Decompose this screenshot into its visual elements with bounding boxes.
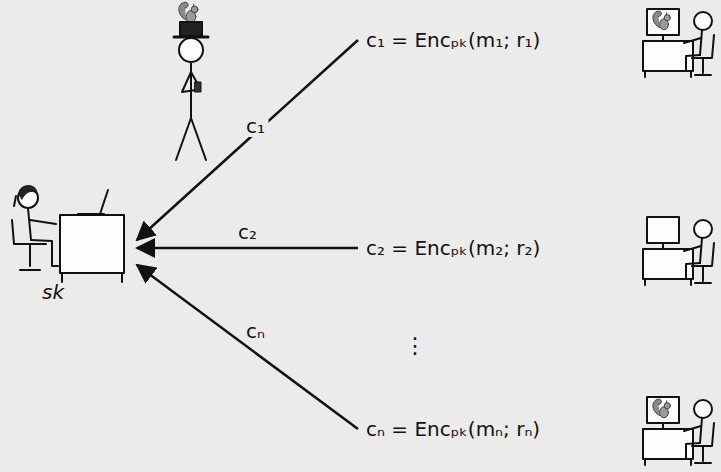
receiver-node: sk	[2, 180, 137, 320]
body	[700, 418, 702, 443]
legs	[176, 118, 206, 160]
desk-legs	[645, 71, 691, 77]
head	[694, 400, 712, 418]
body	[700, 30, 702, 55]
squirrel-ear	[193, 4, 195, 6]
ellipsis: ⋮	[404, 334, 426, 358]
squirrel-head	[664, 403, 670, 409]
ciphertext-formula: c₁ = Encₚₖ(m₁; r₁)	[366, 28, 540, 52]
chair	[692, 35, 714, 75]
chair	[692, 423, 714, 463]
squirrel-ear	[666, 401, 668, 403]
hair	[19, 186, 37, 199]
body	[700, 238, 702, 263]
sender-figure	[643, 9, 714, 77]
key-label: sk	[42, 280, 64, 304]
edge-label: cₙ	[243, 320, 268, 342]
ciphertext-arrow	[137, 265, 358, 429]
edge-label: c₂	[235, 221, 260, 243]
desk-legs	[62, 273, 122, 282]
ciphertext-arrow	[137, 247, 358, 250]
receiver-figure	[12, 186, 124, 282]
sender-figure	[643, 217, 714, 285]
phone	[195, 82, 201, 92]
monitor	[647, 217, 679, 243]
arms	[182, 72, 200, 92]
desk	[60, 215, 124, 273]
head	[694, 12, 712, 30]
monitor	[647, 397, 679, 423]
head	[694, 220, 712, 238]
laptop	[78, 190, 108, 214]
desk-legs	[645, 459, 691, 465]
sender-figure	[643, 397, 714, 465]
squirrel-head	[664, 15, 670, 21]
squirrel-ear	[666, 13, 668, 15]
sender-node: c₁ = Encₚₖ(m₁; r₁)	[358, 5, 718, 75]
chair	[12, 220, 46, 270]
edge-label: c₁	[243, 115, 268, 137]
desk-legs	[645, 279, 691, 285]
head	[179, 38, 203, 62]
sender-node: cₙ = Encₚₖ(mₙ; rₙ)	[358, 393, 718, 465]
ciphertext-formula: cₙ = Encₚₖ(mₙ; rₙ)	[366, 417, 540, 441]
arm	[684, 426, 701, 431]
ciphertext-formula: c₂ = Encₚₖ(m₂; r₂)	[366, 236, 540, 260]
squirrel-head	[191, 6, 198, 13]
ciphertext-arrow	[137, 40, 358, 240]
arm	[30, 220, 56, 224]
top-hat	[180, 22, 202, 36]
arm	[684, 246, 701, 251]
eavesdropper-figure	[174, 2, 208, 160]
chair	[692, 243, 714, 283]
body	[28, 208, 31, 240]
monitor	[647, 9, 679, 35]
arm	[684, 38, 701, 43]
headset	[14, 196, 16, 206]
sender-node: c₂ = Encₚₖ(m₂; r₂)	[358, 213, 718, 283]
